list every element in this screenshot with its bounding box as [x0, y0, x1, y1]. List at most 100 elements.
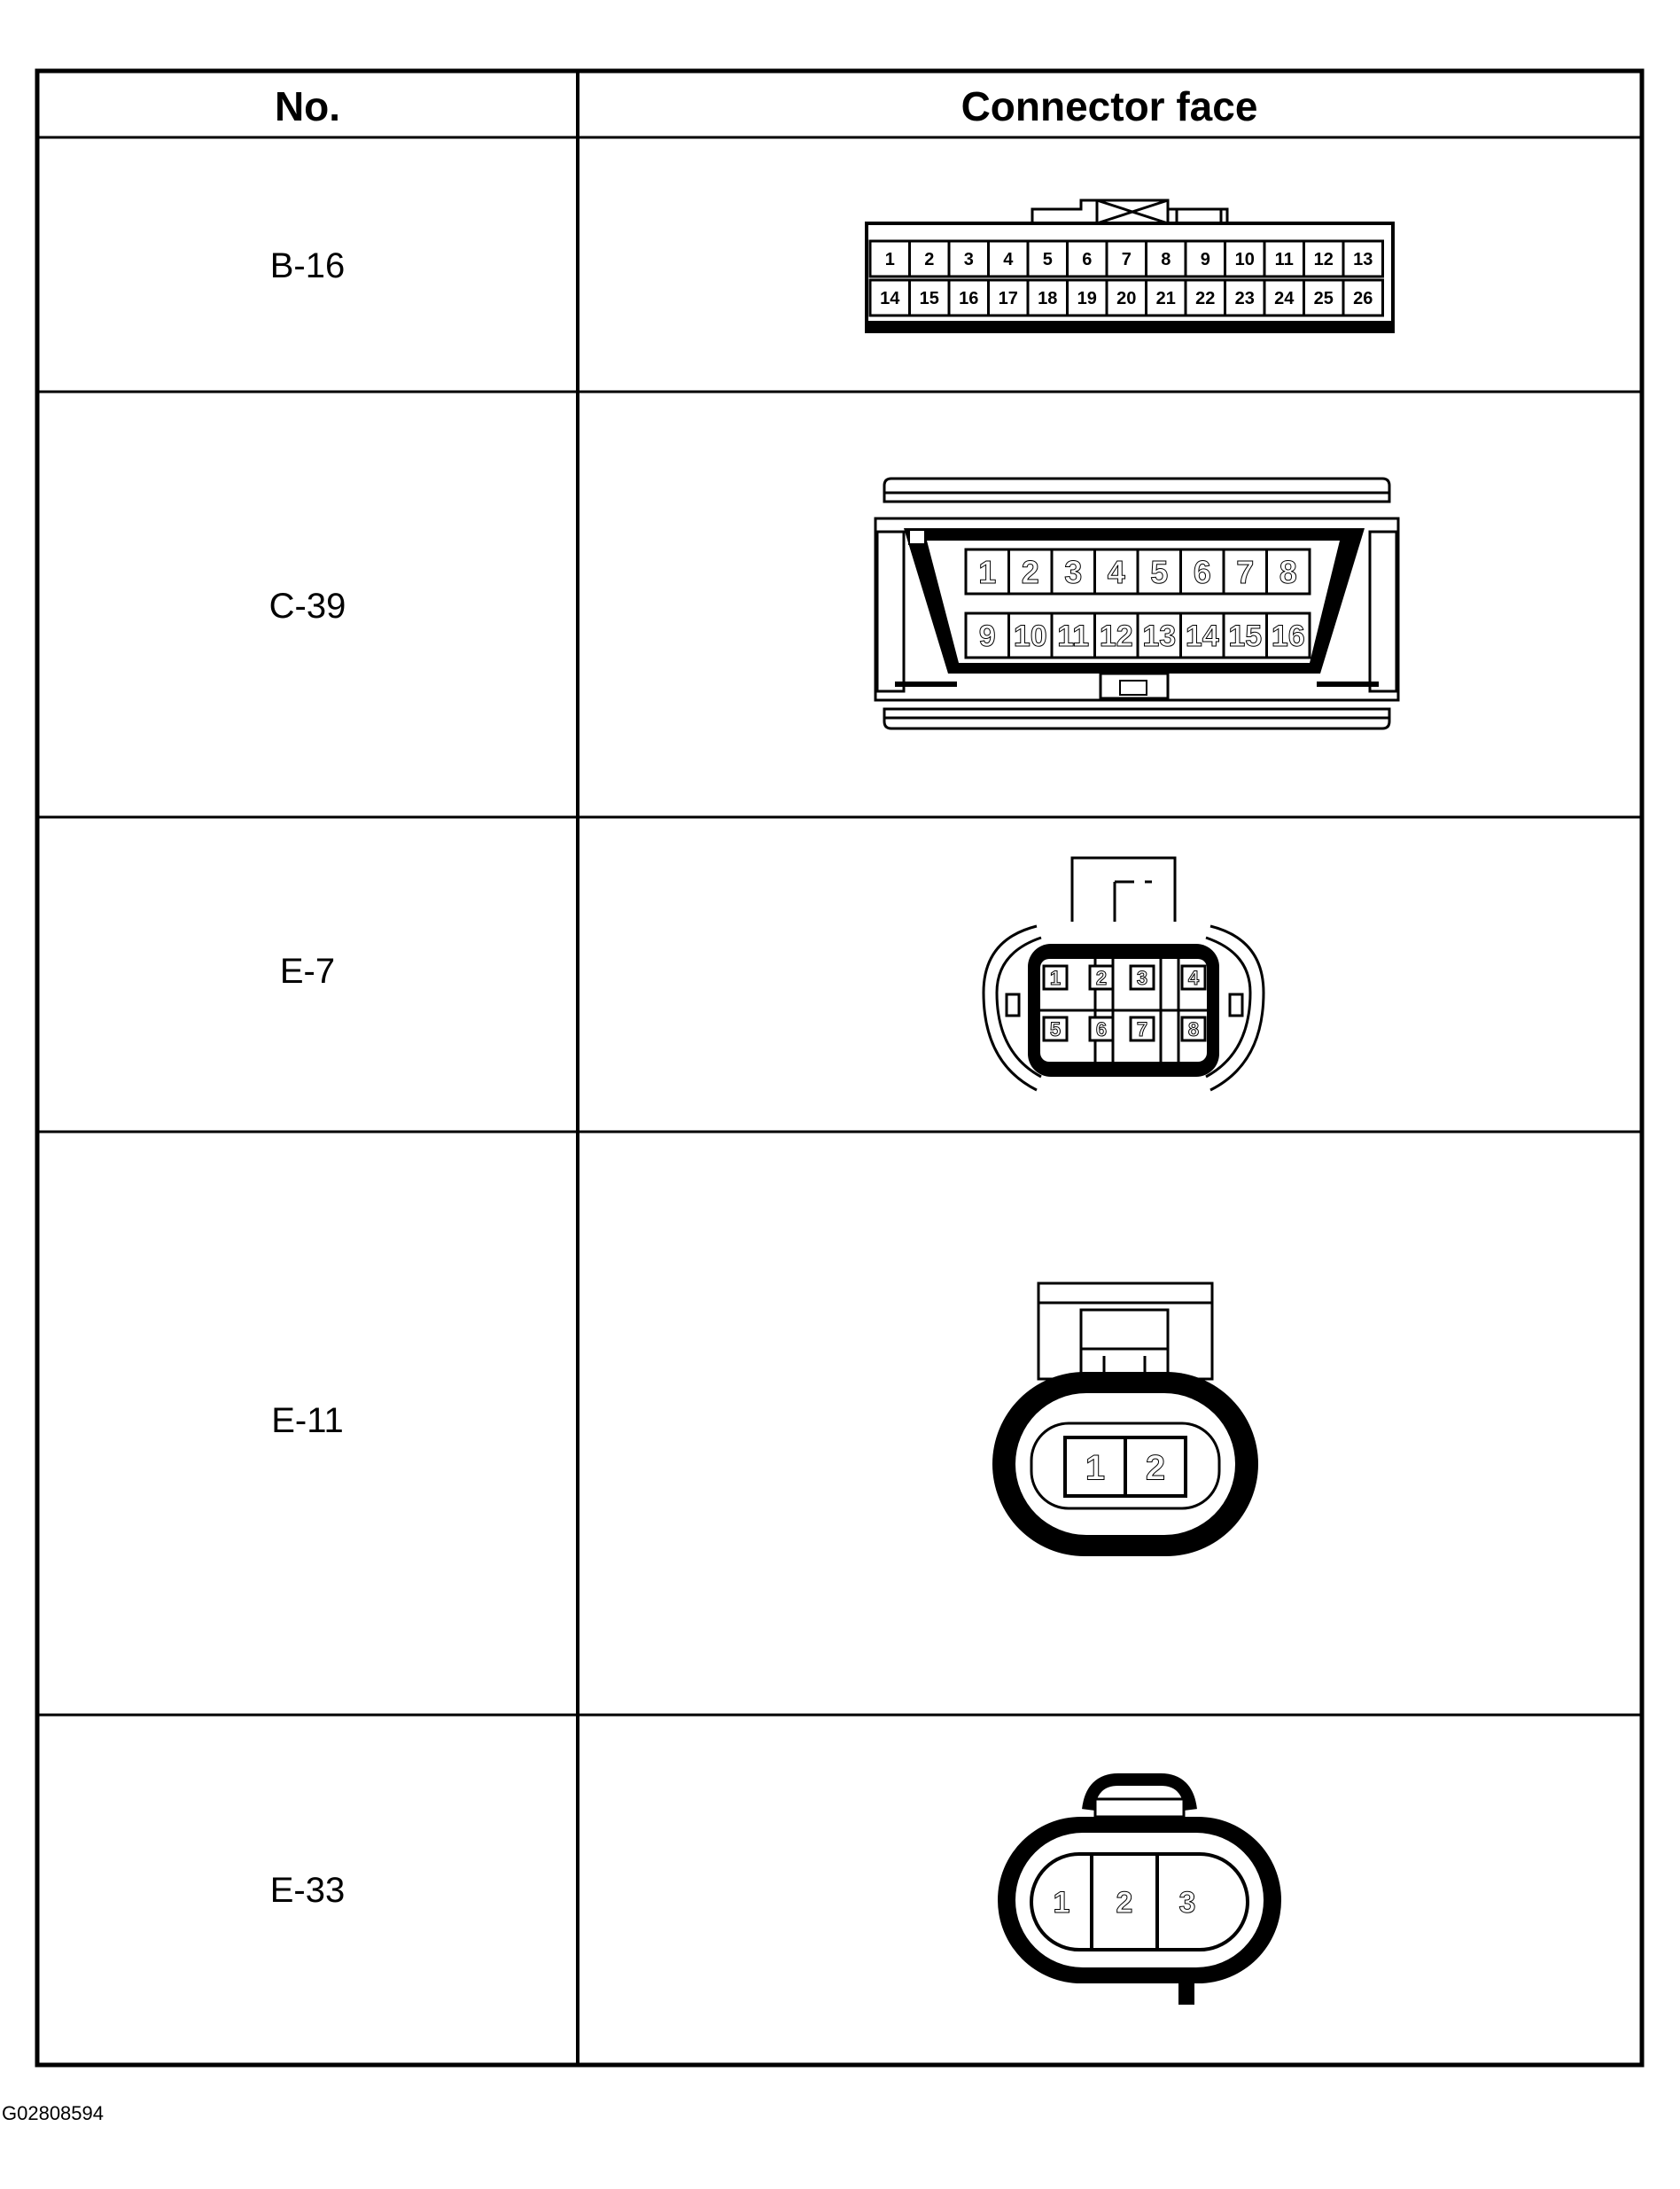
c39-pin-4: 4 — [1093, 548, 1139, 596]
b16-pin-20-label: 20 — [1116, 289, 1136, 308]
b16-pin-26-label: 26 — [1353, 289, 1373, 308]
row-label-e11: E-11 — [271, 1401, 344, 1440]
b16-pin-3-label: 3 — [964, 250, 974, 269]
e33-pin-2: 2 — [1116, 1886, 1133, 1920]
b16-pin-18-label: 18 — [1038, 289, 1057, 308]
b16-pin-26: 26 — [1342, 278, 1384, 317]
e11-pin-1-label: 1 — [1085, 1448, 1105, 1487]
row-label-c39: C-39 — [269, 587, 346, 626]
c39-pin-8-label: 8 — [1279, 554, 1297, 590]
c39-pin-16-label: 16 — [1272, 619, 1305, 653]
c39-pin-8: 8 — [1265, 548, 1311, 596]
e7-pin-1: 1 — [1042, 964, 1069, 991]
c39-pin-5-label: 5 — [1150, 554, 1168, 590]
b16-pin-16: 16 — [947, 278, 990, 317]
b16-pin-6-label: 6 — [1082, 250, 1092, 269]
c39-pin-12: 12 — [1093, 612, 1139, 659]
b16-pin-11-label: 11 — [1275, 250, 1294, 269]
b16-pin-7: 7 — [1105, 239, 1147, 278]
c39-pin-6: 6 — [1179, 548, 1225, 596]
c39-pin-15: 15 — [1222, 612, 1268, 659]
b16-pin-5-label: 5 — [1043, 250, 1053, 269]
e7-pin-3-label: 3 — [1137, 967, 1147, 989]
b16-pin-15-label: 15 — [920, 289, 939, 308]
e11-pin-1: 1 — [1085, 1448, 1105, 1488]
e7-pin-7: 7 — [1129, 1016, 1155, 1042]
c39-pin-2: 2 — [1007, 548, 1054, 596]
b16-pin-3: 3 — [947, 239, 990, 278]
c39-pin-5: 5 — [1136, 548, 1182, 596]
c39-pin-13-label: 13 — [1142, 619, 1176, 653]
b16-pin-8: 8 — [1145, 239, 1187, 278]
b16-pin-1: 1 — [868, 239, 911, 278]
c39-pin-7-label: 7 — [1236, 554, 1254, 590]
b16-pin-18: 18 — [1026, 278, 1069, 317]
e7-pin-6: 6 — [1088, 1016, 1115, 1042]
e33-pin-1: 1 — [1053, 1886, 1070, 1920]
c39-pin-10-label: 10 — [1014, 619, 1047, 653]
c39-pin-14-label: 14 — [1186, 619, 1219, 653]
b16-pin-17: 17 — [987, 278, 1030, 317]
e33-pin-3: 3 — [1178, 1886, 1196, 1920]
c39-pin-7: 7 — [1222, 548, 1268, 596]
b16-pin-2: 2 — [908, 239, 951, 278]
b16-pin-19-label: 19 — [1077, 289, 1097, 308]
c39-pin-3: 3 — [1050, 548, 1096, 596]
b16-pin-9-label: 9 — [1201, 250, 1210, 269]
c39-pin-9: 9 — [964, 612, 1010, 659]
e7-pin-3: 3 — [1129, 964, 1155, 991]
b16-pin-15: 15 — [908, 278, 951, 317]
b16-pin-12: 12 — [1303, 239, 1345, 278]
e7-pin-1-label: 1 — [1050, 967, 1061, 989]
e7-pin-4-label: 4 — [1188, 967, 1200, 989]
e7-pin-5: 5 — [1042, 1016, 1069, 1042]
b16-pin-16-label: 16 — [959, 289, 978, 308]
header-connector-face: Connector face — [961, 83, 1258, 129]
e7-pin-4: 4 — [1180, 964, 1207, 991]
b16-pin-19: 19 — [1066, 278, 1108, 317]
b16-pin-6: 6 — [1066, 239, 1108, 278]
c39-pin-13: 13 — [1136, 612, 1182, 659]
c39-pin-11-label: 11 — [1057, 619, 1089, 653]
b16-pin-1-label: 1 — [885, 250, 895, 269]
b16-pin-2-label: 2 — [924, 250, 934, 269]
b16-pin-23: 23 — [1224, 278, 1266, 317]
row-label-e33: E-33 — [270, 1871, 346, 1910]
b16-pin-5: 5 — [1026, 239, 1069, 278]
b16-pin-9: 9 — [1184, 239, 1226, 278]
c39-pin-4-label: 4 — [1108, 554, 1125, 590]
b16-pin-17-label: 17 — [999, 289, 1018, 308]
e11-pin-2: 2 — [1145, 1448, 1165, 1488]
b16-pin-25-label: 25 — [1314, 289, 1334, 308]
e7-pin-8-label: 8 — [1188, 1018, 1199, 1040]
e33-pin-1-label: 1 — [1054, 1886, 1070, 1920]
c39-pin-11: 11 — [1050, 612, 1096, 659]
b16-pin-14: 14 — [868, 278, 911, 317]
e33-pin-3-label: 3 — [1179, 1886, 1196, 1920]
b16-pin-12-label: 12 — [1314, 250, 1334, 269]
e7-pin-5-label: 5 — [1050, 1018, 1061, 1040]
b16-pin-25: 25 — [1303, 278, 1345, 317]
b16-pin-24: 24 — [1263, 278, 1305, 317]
b16-pin-22: 22 — [1184, 278, 1226, 317]
row-label-e7: E-7 — [280, 952, 335, 991]
b16-pin-4-label: 4 — [1003, 250, 1014, 269]
c39-pin-2-label: 2 — [1022, 554, 1039, 590]
c39-pin-9-label: 9 — [979, 619, 996, 653]
e7-pin-7-label: 7 — [1137, 1018, 1147, 1040]
b16-pin-21-label: 21 — [1156, 289, 1176, 308]
b16-pin-10: 10 — [1224, 239, 1266, 278]
b16-pin-7-label: 7 — [1122, 250, 1132, 269]
b16-pin-10-label: 10 — [1235, 250, 1255, 269]
b16-pin-23-label: 23 — [1235, 289, 1255, 308]
c39-pin-3-label: 3 — [1064, 554, 1082, 590]
b16-pin-13-label: 13 — [1353, 250, 1373, 269]
